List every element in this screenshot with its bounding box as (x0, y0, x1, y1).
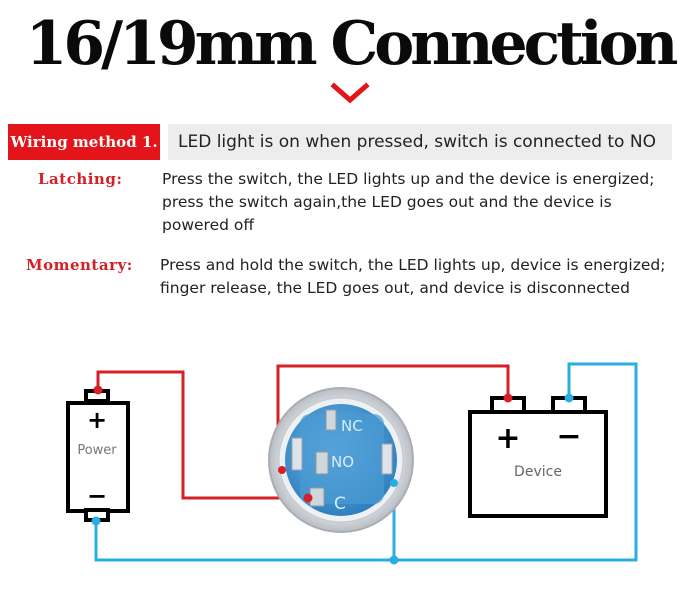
page-title: 16/19mm Connection (25, 9, 679, 79)
latching-label: Latching: (38, 170, 123, 188)
device-plus-sign: + (495, 421, 520, 456)
blue-junction-dot (564, 393, 574, 403)
latching-description: Press the switch, the LED lights up and … (162, 168, 655, 237)
momentary-line: Press and hold the switch, the LED light… (160, 256, 666, 274)
power-minus-sign: − (87, 482, 107, 510)
momentary-description: Press and hold the switch, the LED light… (160, 254, 665, 300)
red-junction-dot (93, 385, 103, 395)
latching-line: Press the switch, the LED lights up and … (162, 170, 655, 188)
wiring-method-description: LED light is on when pressed, switch is … (168, 124, 672, 160)
device-minus-sign: − (556, 419, 581, 454)
power-plus-sign: + (87, 406, 107, 434)
blue-junction-dot (390, 479, 398, 487)
power-battery: + Power − (66, 389, 130, 522)
connection-dots (91, 385, 574, 565)
red-junction-dot (503, 393, 513, 403)
wiring-method-row: Wiring method 1. LED light is on when pr… (8, 124, 672, 160)
device-label: Device (514, 464, 562, 480)
momentary-line: finger release, the LED goes out, and de… (160, 279, 631, 297)
latching-line: powered off (162, 216, 255, 234)
latching-line: press the switch again,the LED goes out … (162, 193, 612, 211)
device-box: + − Device (468, 396, 608, 518)
terminal-c-label: C (334, 494, 346, 514)
terminal-nc-label: NC (341, 417, 363, 435)
red-junction-dot (303, 493, 313, 503)
push-button-switch: NC NO C (268, 387, 414, 533)
wiring-method-badge: Wiring method 1. (8, 124, 160, 160)
blue-junction-dot (389, 555, 399, 565)
momentary-label: Momentary: (26, 256, 133, 274)
blue-junction-dot (91, 516, 101, 526)
terminal-no-label: NO (331, 453, 354, 471)
power-label: Power (77, 443, 117, 458)
wiring-diagram: + Power − NC NO C + − Device (66, 362, 638, 565)
red-junction-dot (278, 466, 286, 474)
chevron-down-icon (330, 82, 370, 104)
